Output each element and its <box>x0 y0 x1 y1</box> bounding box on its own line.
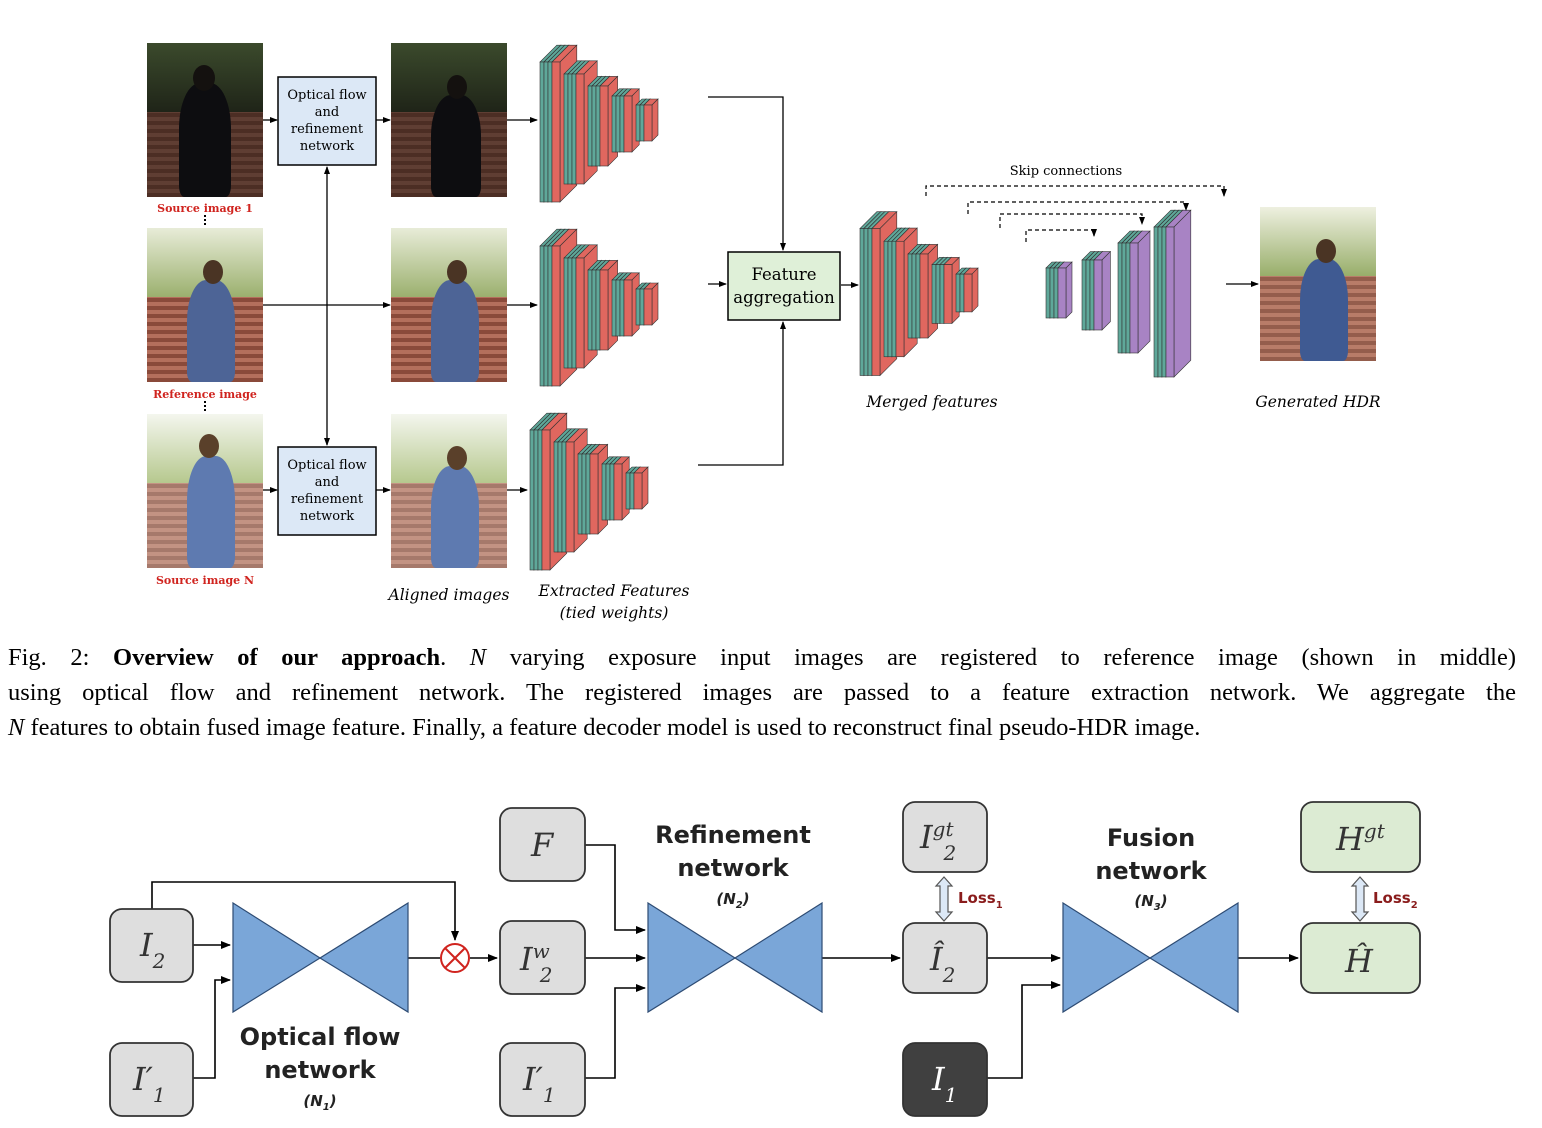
loss-2-label: Loss2 <box>1373 889 1418 911</box>
optical-flow-bottom-line-2: and <box>315 475 339 490</box>
i1-prime-left-text: I′1 <box>132 1060 166 1107</box>
caption-line-2: using optical flow and refinement networ… <box>8 679 1516 706</box>
optical-flow-title-1: Optical flow <box>240 1023 401 1051</box>
decoder-blocks <box>1045 209 1192 378</box>
layer-slab <box>643 282 659 326</box>
i1-prime-left-box <box>109 1042 194 1117</box>
generated-hdr-label: Generated HDR <box>1255 393 1381 411</box>
extracted-features-label: Extracted Features <box>538 582 690 600</box>
skip-connections-label: Skip connections <box>1010 164 1122 179</box>
caption-fig-label: Fig. 2: <box>8 644 90 671</box>
optical-flow-box-top <box>277 76 377 166</box>
h-gt-text: Hgt <box>1335 819 1386 858</box>
layer-slab <box>1165 209 1192 378</box>
i2-text: I2 <box>139 926 165 973</box>
caption-n-1: N <box>469 644 487 671</box>
aligned-images-label: Aligned images <box>387 586 510 604</box>
optical-flow-top-line-1: Optical flow <box>287 88 366 103</box>
optical-flow-network-shape <box>232 901 322 1014</box>
source-image-n-photo <box>147 414 263 568</box>
layer-slab <box>963 267 979 313</box>
multiply-xor-icon <box>440 943 470 973</box>
optical-flow-top-line-4: network <box>300 139 354 154</box>
optical-flow-bottom-line-3: refinement <box>291 492 364 507</box>
layer-slab <box>1057 261 1073 319</box>
caption-line-3-text: features to obtain fused image feature. … <box>30 714 1201 741</box>
i2-hat-text: Î2 <box>929 940 955 987</box>
feature-aggregation-line-1: Feature <box>751 265 816 284</box>
feature-aggregation-box <box>727 251 841 321</box>
fusion-network-shape-right <box>1148 901 1239 1014</box>
caption-line-1-text: varying exposure input images are regist… <box>509 644 1517 671</box>
refinement-subscript: (N2) <box>716 890 749 911</box>
refinement-title-1: Refinement <box>655 821 811 849</box>
i1-prime-mid-text: I′1 <box>522 1060 556 1107</box>
fusion-network-shape <box>1062 901 1152 1014</box>
loss-2-arrow <box>1350 876 1370 922</box>
optical-flow-subscript: (N1) <box>303 1092 336 1113</box>
fusion-title-2: network <box>1095 857 1207 885</box>
layer-slab <box>1129 230 1151 354</box>
encoder-top <box>539 44 659 203</box>
i2-gt-box <box>902 801 988 873</box>
i2-box <box>109 908 194 983</box>
aligned-image-1-photo <box>391 43 507 197</box>
optical-flow-top-line-2: and <box>315 105 339 120</box>
i1-box <box>902 1042 988 1117</box>
fusion-subscript: (N3) <box>1134 892 1167 913</box>
f-text: F <box>530 826 555 864</box>
optical-flow-top-line-3: refinement <box>291 122 364 137</box>
loss-1-arrow <box>934 876 954 922</box>
tied-weights-label: (tied weights) <box>560 604 669 622</box>
aligned-image-n-photo <box>391 414 507 568</box>
figure-1-diagram: Optical flow and refinement network Opti… <box>153 44 1381 622</box>
encoder-bottom <box>529 412 649 571</box>
i1-prime-mid-box <box>499 1042 586 1117</box>
caption-title: Overview of our approach <box>113 644 441 671</box>
i2-warped-box <box>499 920 586 995</box>
figure-caption: Fig. 2: Overview of our approach. N vary… <box>8 640 1516 745</box>
skip-connection-lines <box>925 185 1227 242</box>
refinement-network-shape <box>647 901 737 1014</box>
optical-flow-title-2: network <box>264 1056 376 1084</box>
reference-image-photo <box>147 228 263 382</box>
layer-slab <box>633 466 649 510</box>
source-image-1-label: Source image 1 <box>157 202 253 215</box>
optical-flow-network-shape-right <box>318 901 409 1014</box>
refinement-network-shape-right <box>733 901 823 1014</box>
optical-flow-box-bottom <box>277 446 377 536</box>
generated-hdr-photo <box>1260 207 1376 361</box>
optical-flow-bottom-line-4: network <box>300 509 354 524</box>
fusion-title-1: Fusion <box>1107 824 1195 852</box>
source-image-n-label: Source image N <box>156 574 254 587</box>
h-gt-box <box>1300 801 1421 873</box>
caption-line-3: N features to obtain fused image feature… <box>8 710 1516 745</box>
caption-n-2: N <box>8 714 25 741</box>
f-box <box>499 807 586 882</box>
caption-line-1: Fig. 2: Overview of our approach. N vary… <box>8 644 1517 671</box>
h-hat-text: Ĥ <box>1344 942 1374 980</box>
layer-slab <box>643 98 659 142</box>
h-hat-box <box>1300 922 1421 994</box>
merged-features-label: Merged features <box>865 393 997 411</box>
refinement-title-2: network <box>677 854 789 882</box>
loss-1-label: Loss1 <box>958 889 1003 911</box>
encoder-middle <box>539 228 659 387</box>
i1-text: I1 <box>931 1060 957 1107</box>
source-image-1-photo <box>147 43 263 197</box>
merged-features-blocks <box>859 210 979 377</box>
optical-flow-bottom-line-1: Optical flow <box>287 458 366 473</box>
reference-image-label: Reference image <box>153 388 257 401</box>
aligned-reference-photo <box>391 228 507 382</box>
layer-slab <box>1093 250 1112 331</box>
feature-aggregation-line-2: aggregation <box>733 288 835 307</box>
i2-hat-box <box>902 922 988 994</box>
